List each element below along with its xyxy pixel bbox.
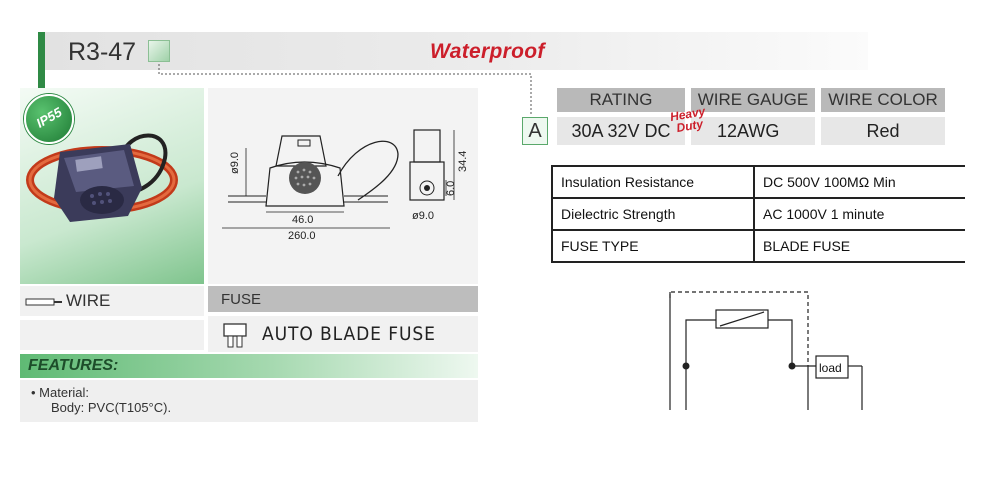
features-title: FEATURES: — [28, 357, 119, 374]
heavy-duty-note: Heavy Duty — [669, 104, 708, 135]
table-row: Insulation Resistance DC 500V 100MΩ Min — [551, 165, 965, 199]
model-color-swatch — [148, 40, 170, 62]
spec-value: DC 500V 100MΩ Min — [754, 165, 965, 199]
spec-name: Dielectric Strength — [551, 197, 755, 231]
wire-row-blank — [20, 320, 204, 350]
wire-gauge-header: WIRE GAUGE — [691, 88, 815, 112]
spec-name: Insulation Resistance — [551, 165, 755, 199]
fuse-heading: FUSE — [221, 291, 262, 308]
dim-wire-dia-right: ø9.0 — [412, 210, 434, 222]
fuse-type-label: AUTO BLADE FUSE — [262, 323, 436, 345]
dim-body-length: 46.0 — [292, 214, 313, 226]
feature-material: • Material: — [31, 385, 90, 400]
dim-depth: 6.0 — [445, 181, 457, 196]
model-code: R3-47 — [68, 38, 137, 66]
product-photo: IP55 — [20, 88, 204, 284]
table-row: FUSE TYPE BLADE FUSE — [551, 229, 965, 263]
technical-drawing: ø9.0 46.0 260.0 34.4 6.0 ø9.0 — [208, 88, 478, 284]
load-label: load — [819, 361, 842, 375]
features-body — [20, 380, 478, 422]
electrical-spec-table: Insulation Resistance DC 500V 100MΩ Min … — [551, 165, 965, 263]
dim-wire-dia-left: ø9.0 — [229, 152, 241, 174]
wire-icon — [25, 298, 62, 306]
header-accent-bar — [38, 32, 45, 88]
spec-row-letter: A — [522, 117, 548, 145]
ip-rating-badge: IP55 — [24, 94, 74, 144]
wire-color-header: WIRE COLOR — [821, 88, 945, 112]
feature-body-material: Body: PVC(T105°C). — [51, 400, 172, 415]
header-band — [38, 32, 868, 70]
spec-value: AC 1000V 1 minute — [754, 197, 965, 231]
spec-name: FUSE TYPE — [551, 229, 755, 263]
product-title: Waterproof — [430, 40, 545, 63]
spec-value: BLADE FUSE — [754, 229, 965, 263]
leader-line — [158, 64, 532, 114]
wire-label: WIRE — [66, 291, 111, 310]
dim-height: 34.4 — [457, 151, 469, 172]
features-bar — [20, 354, 478, 378]
rating-value: 30A 32V DC — [557, 117, 685, 145]
rating-header: RATING — [557, 88, 685, 112]
table-row: Dielectric Strength AC 1000V 1 minute — [551, 197, 965, 231]
wire-gauge-value: 12AWG — [691, 117, 815, 145]
wire-color-value: Red — [821, 117, 945, 145]
ip-rating-text: IP55 — [33, 104, 65, 131]
dim-total-length: 260.0 — [288, 230, 316, 242]
circuit-diagram: load — [669, 291, 863, 410]
blade-fuse-icon — [223, 323, 247, 348]
fuse-row — [208, 316, 478, 352]
fuse-heading-bar — [208, 286, 478, 312]
